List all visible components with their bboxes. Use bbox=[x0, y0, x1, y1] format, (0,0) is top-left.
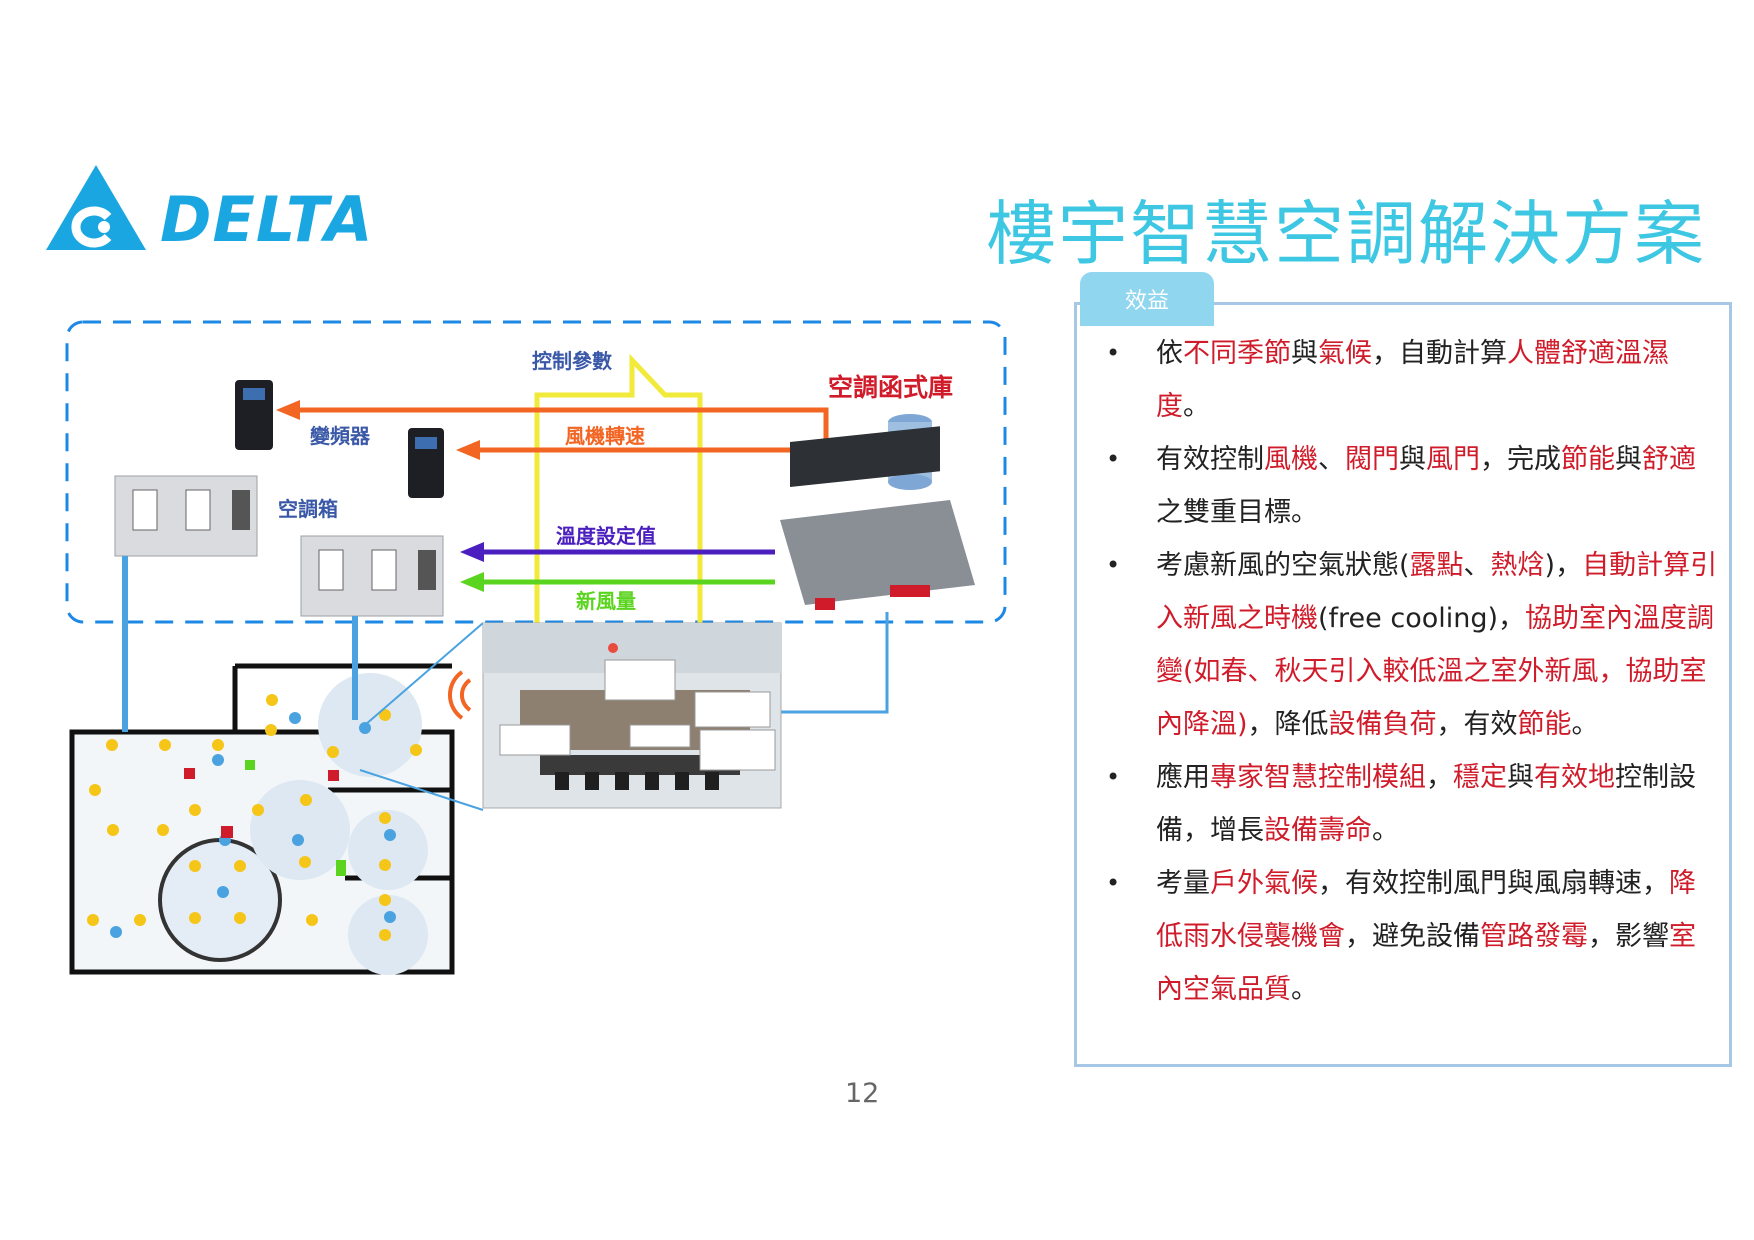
zoom-line-1 bbox=[364, 622, 484, 726]
control-arrowhead bbox=[276, 400, 300, 420]
benefit-text: 、 bbox=[1463, 550, 1491, 581]
benefit-highlight-text: 專家智慧控制模組 bbox=[1210, 762, 1426, 793]
benefit-text: 與 bbox=[1399, 444, 1426, 475]
benefit-text: 。 bbox=[1291, 974, 1318, 1005]
benefit-highlight-text: 風機 bbox=[1264, 444, 1318, 475]
bullet-dot-icon: • bbox=[1106, 551, 1121, 579]
page-title: 樓宇智慧空調解決方案 bbox=[986, 193, 1706, 275]
ahu-unit-1 bbox=[114, 475, 258, 557]
benefit-text: ，影響 bbox=[1588, 921, 1669, 952]
benefit-text: 考量 bbox=[1156, 868, 1210, 899]
zoom-line-2 bbox=[359, 769, 484, 811]
benefit-item: •有效控制風機、閥門與風門，完成節能與舒適之雙重目標。 bbox=[1100, 433, 1720, 539]
benefit-text: 有效控制 bbox=[1156, 444, 1264, 475]
benefit-text: 與 bbox=[1291, 338, 1318, 369]
meeting-room-photo bbox=[482, 622, 782, 809]
fan-speed-label: 風機轉速 bbox=[565, 424, 645, 448]
ahu-label: 空調箱 bbox=[278, 497, 338, 521]
benefit-highlight-text: 熱焓 bbox=[1490, 550, 1545, 581]
bullet-dot-icon: • bbox=[1106, 869, 1121, 897]
benefit-text: ，降低 bbox=[1247, 709, 1329, 740]
delta-logo-mark bbox=[46, 165, 146, 250]
hvac-diagram: 控制參數 空調函式庫 變頻器 風機轉速 空調箱 溫度設定值 新風量 bbox=[0, 300, 1040, 1000]
benefit-highlight-text: 穩定 bbox=[1453, 762, 1507, 793]
benefit-text: 與 bbox=[1615, 444, 1642, 475]
benefit-text: 之雙重目標。 bbox=[1156, 497, 1318, 528]
inverter-device-1 bbox=[235, 380, 273, 450]
benefits-panel bbox=[1074, 302, 1732, 1067]
inverter-device-2 bbox=[408, 428, 444, 498]
benefit-text: 依 bbox=[1156, 338, 1183, 369]
benefit-highlight-text: 室內空氣品質 bbox=[1156, 921, 1696, 1005]
bullet-dot-icon: • bbox=[1106, 763, 1121, 791]
benefit-text: 與 bbox=[1507, 762, 1534, 793]
delta-logo: DELTA bbox=[46, 165, 373, 265]
benefit-text: 。 bbox=[1571, 709, 1599, 740]
fresh-air-arrowhead bbox=[460, 572, 484, 592]
benefit-highlight-text: 人體舒適溫濕度 bbox=[1156, 338, 1669, 422]
benefit-highlight-text: 降低雨水侵襲機會 bbox=[1156, 868, 1696, 952]
delta-logo-text: DELTA bbox=[160, 183, 374, 256]
page-number: 12 bbox=[845, 1078, 880, 1109]
benefit-highlight-text: 戶外氣候 bbox=[1210, 868, 1318, 899]
benefit-text: ，有效 bbox=[1436, 709, 1518, 740]
benefit-highlight-text: 自動計算引入新風之時機 bbox=[1156, 550, 1718, 634]
wifi-icon bbox=[448, 670, 472, 720]
benefit-text: ，完成 bbox=[1480, 444, 1561, 475]
benefits-tab: 效益 bbox=[1080, 272, 1214, 326]
control-arrow bbox=[290, 407, 829, 480]
benefit-text: ，避免設備 bbox=[1345, 921, 1480, 952]
temp-setpoint-label: 溫度設定值 bbox=[556, 524, 656, 548]
benefit-text: (free cooling)， bbox=[1318, 603, 1526, 634]
benefit-text: 控制設備，增長 bbox=[1156, 762, 1696, 846]
benefit-item: • 考量戶外氣候，有效控制風門與風扇轉速，降低雨水侵襲機會，避免設備管路發霉，影響… bbox=[1100, 857, 1720, 1016]
bullet-dot-icon: • bbox=[1106, 445, 1121, 473]
inverter-label: 變頻器 bbox=[310, 424, 370, 448]
control-boundary bbox=[65, 320, 1007, 624]
control-params-label: 控制參數 bbox=[532, 349, 612, 373]
benefit-highlight-text: 設備負荷 bbox=[1328, 709, 1437, 740]
benefit-text: ，有效控制風門與風扇轉速， bbox=[1318, 868, 1669, 899]
fresh-air-label: 新風量 bbox=[576, 589, 636, 613]
benefit-text: 。 bbox=[1372, 815, 1399, 846]
hvac-diagram-graphic bbox=[65, 320, 1007, 975]
benefit-text: 。 bbox=[1183, 391, 1210, 422]
ahu-unit-2 bbox=[300, 535, 444, 617]
benefit-item: • 考慮新風的空氣狀態(露點、熱焓)，自動計算引入新風之時機(free cooli… bbox=[1100, 539, 1720, 751]
control-params-callout bbox=[534, 353, 703, 670]
benefit-highlight-text: 不同季節 bbox=[1183, 338, 1291, 369]
bullet-dot-icon: • bbox=[1106, 339, 1121, 367]
benefit-highlight-text: 舒適 bbox=[1642, 444, 1696, 475]
benefit-highlight-text: 風門 bbox=[1426, 444, 1480, 475]
benefit-text: 考慮新風的空氣狀態( bbox=[1156, 550, 1410, 581]
floor-plan bbox=[69, 663, 455, 975]
benefit-highlight-text: 節能 bbox=[1561, 444, 1615, 475]
temp-setpoint-arrowhead bbox=[460, 542, 484, 562]
benefit-highlight-text: 設備壽命 bbox=[1264, 815, 1372, 846]
controller-device bbox=[780, 426, 975, 610]
benefit-highlight-text: 管路發霉 bbox=[1480, 921, 1588, 952]
benefit-text: ，自動計算 bbox=[1372, 338, 1507, 369]
benefit-highlight-text: 有效地 bbox=[1534, 762, 1615, 793]
benefit-text: ， bbox=[1426, 762, 1453, 793]
benefit-highlight-text: 氣候 bbox=[1318, 338, 1372, 369]
benefit-item: • 依不同季節與氣候，自動計算人體舒適溫濕度。 bbox=[1100, 327, 1720, 433]
benefit-text: 應用 bbox=[1156, 762, 1210, 793]
benefit-highlight-text: 協助室內溫度調變(如春、秋天引入較低溫之室外新風，協助室內降溫) bbox=[1156, 603, 1715, 740]
benefit-text: )， bbox=[1544, 550, 1583, 581]
benefit-text: 、 bbox=[1318, 444, 1345, 475]
benefit-highlight-text: 節能 bbox=[1517, 709, 1572, 740]
benefit-item: • 應用專家智慧控制模組，穩定與有效地控制設備，增長設備壽命。 bbox=[1100, 751, 1720, 857]
benefits-list: •依不同季節與氣候，自動計算人體舒適溫濕度。•有效控制風機、閥門與風門，完成節能… bbox=[1100, 327, 1720, 1016]
library-label: 空調函式庫 bbox=[828, 373, 954, 402]
controller-link bbox=[780, 612, 889, 714]
benefit-highlight-text: 閥門 bbox=[1345, 444, 1399, 475]
fan-speed-arrowhead bbox=[456, 440, 480, 460]
benefit-highlight-text: 露點 bbox=[1409, 550, 1464, 581]
